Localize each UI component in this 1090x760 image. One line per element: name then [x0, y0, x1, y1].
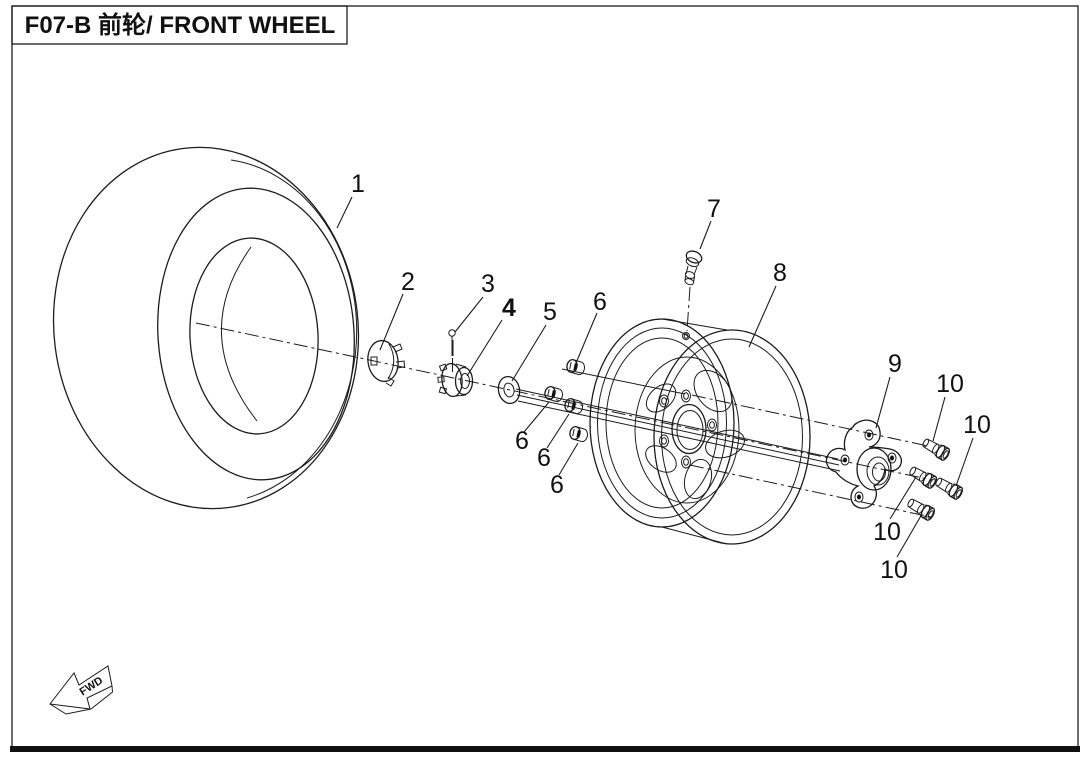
- lug-nut-1: [565, 358, 587, 377]
- callout-number-5: 5: [543, 298, 557, 326]
- stud-line-d: [517, 400, 841, 472]
- rim-center-bore: [671, 403, 707, 455]
- valve-stem: [684, 250, 703, 286]
- hub-bolt-3: [932, 474, 965, 502]
- callout-number-9: 9: [888, 350, 902, 378]
- callout-number-8: 8: [773, 259, 787, 287]
- callout-leader-10d: [896, 513, 923, 558]
- callout-leader-5: [511, 324, 547, 382]
- fwd-arrow: FWD: [49, 665, 114, 715]
- callout-number-3: 3: [481, 270, 495, 298]
- stud-line-c: [516, 394, 840, 466]
- callout-number-10a: 10: [936, 370, 964, 398]
- title-box: [11, 5, 348, 45]
- callout-leader-3: [454, 296, 484, 333]
- lug-nut-4: [568, 425, 590, 444]
- title-block: F07-B 前轮/ FRONT WHEEL: [11, 5, 348, 45]
- stud-line-a: [561, 368, 686, 395]
- rim-valve-hole: [682, 332, 690, 340]
- tire: [52, 146, 360, 510]
- lug-nuts: [543, 358, 590, 444]
- wheel-hub: [825, 419, 903, 509]
- callout-leader-6c: [546, 413, 570, 449]
- callout-number-1: 1: [351, 170, 365, 198]
- fwd-label: FWD: [78, 675, 106, 699]
- hub-bolt-2: [906, 463, 939, 491]
- hub-boss: [856, 447, 892, 491]
- hub-bolt-1: [919, 435, 952, 463]
- lower-stud-centerline: [689, 464, 932, 518]
- callout-number-10b: 10: [963, 411, 991, 439]
- rim-stud-holes: [659, 389, 717, 469]
- valve-centerline: [686, 286, 691, 332]
- callout-number-7: 7: [707, 195, 721, 223]
- stud-line-b: [515, 388, 839, 460]
- callout-number-6b: 6: [515, 427, 529, 455]
- callout-leader-10c: [889, 476, 917, 520]
- callout-leader-9: [875, 376, 891, 429]
- callout-number-10c: 10: [873, 518, 901, 546]
- callout-number-6c: 6: [537, 444, 551, 472]
- callout-leader-2: [379, 293, 404, 351]
- upper-stud-centerline: [691, 394, 929, 447]
- callout-leader-10a: [932, 396, 946, 442]
- callout-leader-7: [699, 220, 712, 250]
- wheel-rim: [589, 318, 811, 545]
- callout-leader-1: [336, 196, 353, 229]
- callout-leader-6a: [575, 312, 598, 364]
- washer: [497, 375, 521, 405]
- centerlines: [195, 286, 933, 518]
- page-title: F07-B 前轮/ FRONT WHEEL: [25, 11, 336, 39]
- callout-leader-10b: [955, 437, 974, 487]
- callout-number-6a: 6: [593, 288, 607, 316]
- callout-number-4: 4: [502, 294, 516, 322]
- rim-spoke-face: [634, 356, 740, 504]
- callout-number-2: 2: [401, 268, 415, 296]
- fwd-arrow-outline: [49, 665, 113, 710]
- hub-bolt-4: [904, 495, 937, 523]
- callout-leader-8: [748, 285, 777, 348]
- callout-number-10d: 10: [880, 556, 908, 584]
- callout-leader-6d: [558, 442, 579, 476]
- wheel-cap: [367, 339, 406, 387]
- cotter-pin: [448, 329, 456, 372]
- lug-nut-2: [543, 385, 565, 404]
- callout-number-6d: 6: [550, 471, 564, 499]
- hub-stud-holes: [840, 429, 897, 503]
- rim-spoke-openings: [645, 369, 745, 500]
- castle-nut: [437, 362, 474, 398]
- callout-leader-6b: [523, 401, 550, 433]
- page-border: [10, 5, 1080, 752]
- callout-leader-4: [466, 319, 503, 377]
- main-axis-centerline: [195, 322, 933, 481]
